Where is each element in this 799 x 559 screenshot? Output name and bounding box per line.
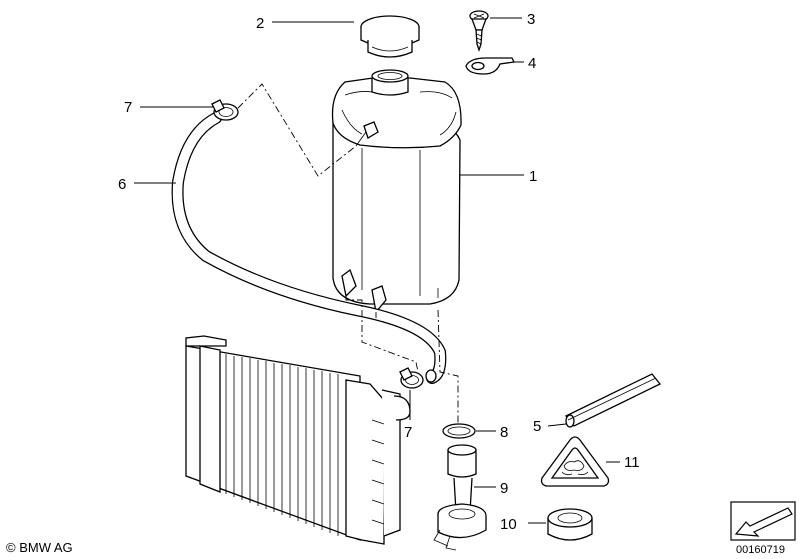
callout-1: 1 [529,168,537,185]
warning-label[interactable] [540,436,610,487]
level-sensor[interactable] [433,444,487,551]
callout-9: 9 [500,480,508,497]
callout-10: 10 [500,516,517,533]
foam-strip[interactable] [564,373,662,428]
callout-8: 8 [500,424,508,441]
callout-6: 6 [118,176,126,193]
callout-7-upper: 7 [124,99,132,116]
seal-ring[interactable] [442,423,476,439]
callout-3: 3 [527,11,535,28]
document-id: 00160719 [736,544,785,556]
callout-7-lower: 7 [404,424,412,441]
radiator[interactable] [185,335,411,545]
callout-2: 2 [256,15,264,32]
hose[interactable] [171,112,447,384]
mounting-bracket[interactable] [465,57,515,75]
direction-arrow-icon [730,501,796,541]
callout-11: 11 [624,454,640,471]
grommet[interactable] [547,508,593,541]
screw[interactable] [469,10,489,53]
callout-4: 4 [528,55,536,72]
expansion-tank[interactable] [331,69,462,314]
hose-clamp-lower[interactable] [399,367,424,389]
hose-clamp-upper[interactable] [211,99,239,121]
leader-lines [134,17,620,524]
assembly-lines [237,83,459,424]
callout-5: 5 [533,418,541,435]
copyright-text: © BMW AG [6,540,73,555]
expansion-tank-cap[interactable] [360,15,420,58]
